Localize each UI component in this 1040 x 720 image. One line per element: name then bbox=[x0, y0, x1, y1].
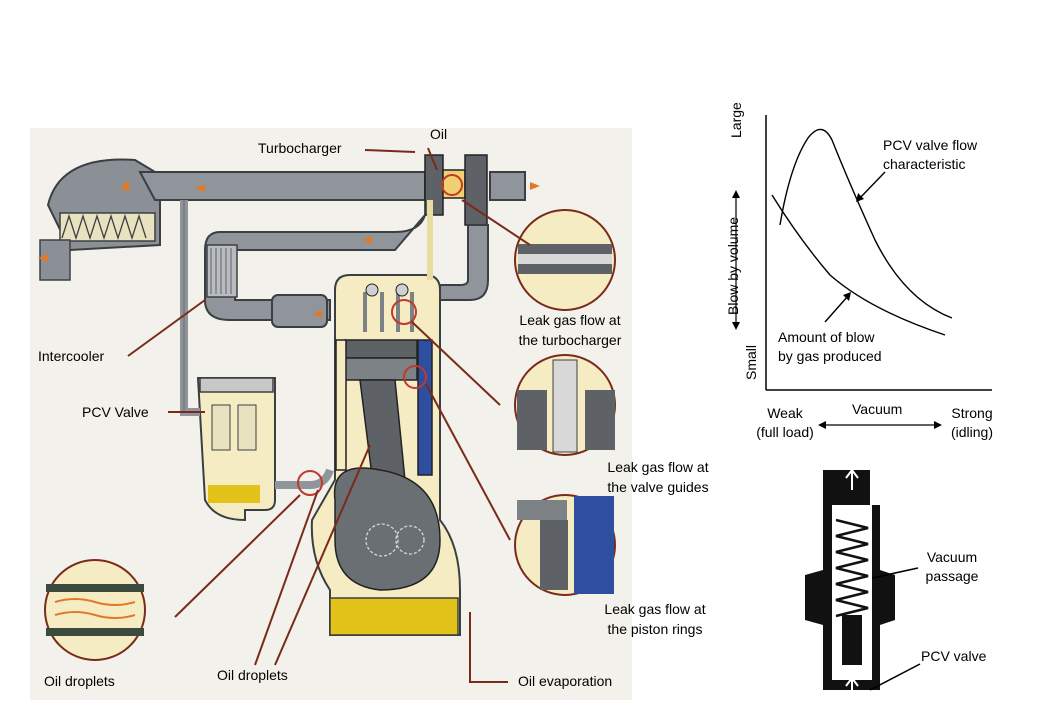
label-leak-rings-line2: the piston rings bbox=[607, 621, 703, 637]
label-leak-rings: Leak gas flow at the piston rings bbox=[585, 599, 725, 639]
label-vacuum-line2: passage bbox=[925, 568, 979, 584]
detail-turbo bbox=[514, 209, 616, 311]
series-pcv-label-line1: PCV valve flow bbox=[883, 137, 978, 153]
series-blowby-label-line1: Amount of blow bbox=[778, 329, 875, 345]
y-axis-label: Blow by volume bbox=[725, 216, 741, 315]
y-label-large: Large bbox=[728, 102, 744, 138]
label-oil-evaporation: Oil evaporation bbox=[518, 673, 613, 689]
detail-piston-rings bbox=[514, 494, 616, 596]
label-leak-guides-line1: Leak gas flow at bbox=[607, 459, 709, 475]
label-leak-rings-line1: Leak gas flow at bbox=[604, 601, 706, 617]
intake-pipe bbox=[138, 171, 426, 201]
series-pcv-label-line2: characteristic bbox=[883, 156, 966, 172]
outlet-pipe bbox=[489, 171, 526, 201]
label-pcv-valve: PCV Valve bbox=[82, 404, 149, 420]
marker-valve-guide bbox=[391, 299, 417, 325]
x-label-strong-line2: (idling) bbox=[950, 424, 993, 440]
x-label-strong-line1: Strong bbox=[951, 405, 993, 421]
leader-lines bbox=[127, 147, 531, 683]
label-leak-guides-line2: the valve guides bbox=[607, 479, 709, 495]
throttle-body bbox=[271, 294, 328, 328]
pcv-separator bbox=[196, 377, 276, 522]
marker-oil-return bbox=[297, 470, 323, 496]
x-label-weak-line1: Weak bbox=[767, 405, 803, 421]
detail-valve-guides bbox=[514, 354, 616, 456]
label-leak-turbo-line1: Leak gas flow at bbox=[519, 312, 621, 328]
x-axis-label: Vacuum bbox=[852, 401, 903, 417]
label-oil-droplets-center: Oil droplets bbox=[217, 667, 288, 683]
label-leak-turbo-line2: the turbocharger bbox=[518, 332, 622, 348]
x-label-weak-line2: (full load) bbox=[756, 424, 814, 440]
y-label-small: Small bbox=[743, 344, 759, 380]
label-oil-droplets-left: Oil droplets bbox=[44, 673, 115, 689]
series-blowby-label-line2: by gas produced bbox=[778, 348, 882, 364]
series-pcv-label: PCV valve flow characteristic bbox=[883, 136, 977, 174]
label-leak-guides: Leak gas flow at the valve guides bbox=[588, 457, 728, 497]
label-vacuum-line1: Vacuum bbox=[926, 549, 978, 565]
label-oil-top: Oil bbox=[430, 126, 448, 142]
label-leak-turbo: Leak gas flow at the turbocharger bbox=[500, 310, 640, 350]
label-intercooler: Intercooler bbox=[38, 348, 105, 364]
intercooler-core bbox=[206, 244, 238, 298]
exhaust-pipe bbox=[439, 224, 489, 301]
x-label-weak: Weak (full load) bbox=[740, 404, 830, 442]
flow-arrows bbox=[38, 180, 540, 318]
marker-piston-ring bbox=[403, 365, 427, 389]
label-pcv-valve-section: PCV valve bbox=[921, 648, 987, 664]
label-vacuum-passage: Vacuum passage bbox=[912, 548, 992, 586]
engine-block bbox=[310, 274, 461, 636]
x-label-strong: Strong (idling) bbox=[935, 404, 1009, 442]
detail-oil-droplets bbox=[44, 559, 146, 661]
label-turbocharger: Turbocharger bbox=[258, 140, 342, 156]
series-blowby-label: Amount of blow by gas produced bbox=[778, 328, 882, 366]
